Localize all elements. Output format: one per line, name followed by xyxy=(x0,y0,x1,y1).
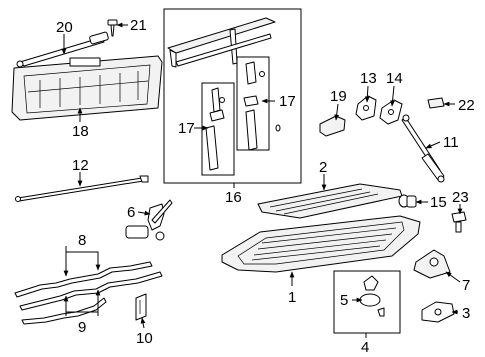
bracket-part xyxy=(135,293,147,321)
assembly-box-4 xyxy=(333,270,401,334)
callout-12: 12 xyxy=(72,157,89,174)
callout-14: 14 xyxy=(386,70,403,87)
callout-17-right: 17 xyxy=(279,93,296,110)
callout-labels: 20 21 18 12 6 8 9 10 16 17 17 19 13 14 2… xyxy=(56,17,475,356)
callout-19: 19 xyxy=(330,88,347,105)
callout-11: 11 xyxy=(443,134,459,151)
rod-part xyxy=(15,175,149,202)
callout-21: 21 xyxy=(130,17,147,34)
callout-23: 23 xyxy=(452,189,469,206)
callout-22: 22 xyxy=(458,97,475,114)
support-strut-part xyxy=(401,114,445,183)
support-bracket-part xyxy=(319,115,346,137)
bed-floor-part xyxy=(221,215,421,273)
bed-pad-part xyxy=(257,183,403,219)
top-rail-part xyxy=(167,17,276,68)
stay-assembly-right-part xyxy=(236,56,281,151)
hinge-right-part xyxy=(379,99,403,125)
callout-8: 8 xyxy=(78,232,86,249)
callout-6: 6 xyxy=(127,204,135,221)
bolt-part xyxy=(451,211,467,233)
callout-18: 18 xyxy=(72,123,89,140)
leader-lines xyxy=(61,22,463,338)
callout-17-left: 17 xyxy=(178,120,195,137)
latch-part xyxy=(125,199,173,241)
stay-assembly-left-part xyxy=(201,82,235,176)
callout-15: 15 xyxy=(430,194,447,211)
callout-9: 9 xyxy=(78,319,86,336)
anchor-plate-part xyxy=(421,301,455,323)
tailgate-panel-part xyxy=(11,55,163,121)
wire-harness-part xyxy=(14,261,163,325)
callout-2: 2 xyxy=(319,159,327,176)
tie-down-part xyxy=(413,249,451,279)
callout-13: 13 xyxy=(360,70,377,87)
callout-20: 20 xyxy=(56,19,73,36)
clip-part xyxy=(427,97,445,109)
assembly-box-16 xyxy=(163,8,302,184)
callout-1: 1 xyxy=(288,289,296,306)
hinge-left-part xyxy=(355,95,377,121)
callout-4: 4 xyxy=(361,339,369,356)
screw-part xyxy=(107,19,118,37)
grommet-part xyxy=(398,194,417,208)
callout-16: 16 xyxy=(225,189,242,206)
callout-7: 7 xyxy=(462,277,470,294)
hook-part xyxy=(359,275,385,317)
callout-5: 5 xyxy=(340,292,348,309)
callout-10: 10 xyxy=(136,330,153,347)
callout-3: 3 xyxy=(462,305,470,322)
